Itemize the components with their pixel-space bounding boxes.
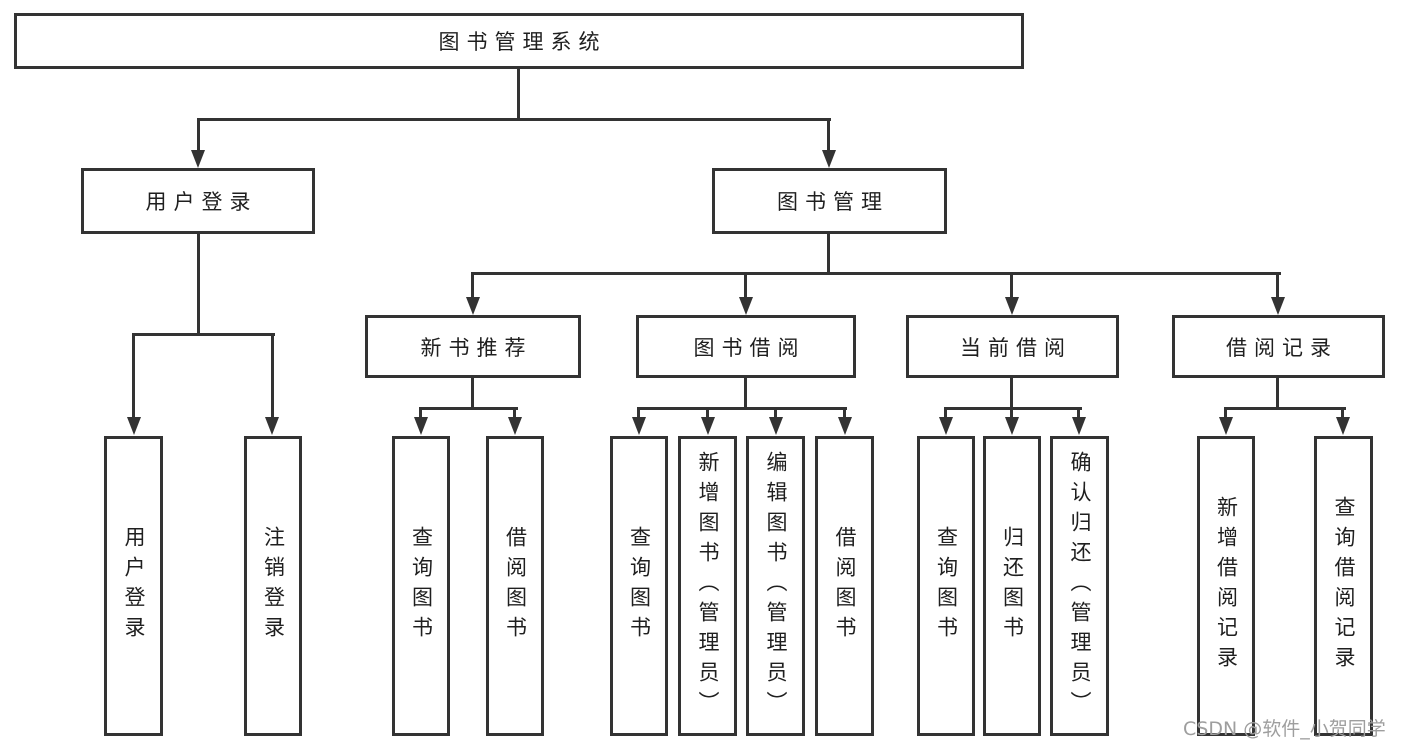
node-label: 新增图书（管理员） — [696, 451, 720, 721]
leaf-query-borrow-record: 查询借阅记录 — [1314, 436, 1373, 736]
connector-borrow-records-branch — [1224, 407, 1346, 410]
leaf-query-books-borrow: 查询图书 — [610, 436, 668, 736]
arrowhead-leaf — [701, 417, 715, 435]
arrowhead-leaf — [414, 417, 428, 435]
connector-leaf — [637, 409, 640, 419]
connector-book-borrow-branch — [637, 407, 847, 410]
arrowhead-book-mgmt — [822, 150, 836, 168]
arrowhead-leaf — [508, 417, 522, 435]
arrowhead-user-login — [191, 150, 205, 168]
connector-leaf — [419, 409, 422, 419]
arrowhead-new-book — [466, 297, 480, 315]
node-label: 用户登录 — [122, 526, 146, 646]
node-label: 用户登录 — [145, 190, 258, 214]
leaf-query-books-recommend: 查询图书 — [392, 436, 450, 736]
connector-to-book-borrow — [744, 275, 747, 299]
leaf-add-books-admin: 新增图书（管理员） — [678, 436, 737, 736]
connector-new-book-branch — [419, 407, 518, 410]
leaf-borrow-books-recommend: 借阅图书 — [486, 436, 544, 736]
leaf-user-login: 用户登录 — [104, 436, 163, 736]
connector-to-user-login — [197, 121, 200, 153]
connector-user-login-branch — [132, 333, 275, 336]
leaf-add-borrow-record: 新增借阅记录 — [1197, 436, 1255, 736]
node-label: 确认归还（管理员） — [1068, 451, 1092, 721]
connector-to-borrow-records — [1276, 275, 1279, 299]
node-label: 注销登录 — [261, 526, 286, 646]
node-user-login: 用户登录 — [81, 168, 315, 234]
connector-leaf — [1341, 409, 1344, 419]
arrowhead-leaf — [769, 417, 783, 435]
arrowhead-leaf — [1005, 417, 1019, 435]
connector-current-borrow-branch — [944, 407, 1082, 410]
connector-book-mgmt-stub — [827, 234, 830, 272]
connector-to-leaf-logout — [271, 336, 274, 420]
node-label: 图书借阅 — [693, 335, 806, 360]
connector-leaf — [1010, 409, 1013, 419]
node-label: 借阅记录 — [1226, 335, 1338, 360]
node-label: 查询图书 — [409, 526, 434, 646]
node-label: 新增借阅记录 — [1214, 496, 1239, 676]
leaf-return-books: 归还图书 — [983, 436, 1041, 736]
arrowhead-leaf-logout — [265, 417, 279, 435]
arrowhead-leaf — [1219, 417, 1233, 435]
csdn-watermark: CSDN @软件_小贺同学 — [1183, 718, 1386, 740]
node-label: 查询图书 — [934, 526, 959, 646]
connector-user-login-stub — [197, 234, 200, 333]
arrowhead-leaf — [1072, 417, 1086, 435]
connector-leaf — [1077, 409, 1080, 419]
node-label: 图书管理系统 — [438, 30, 607, 54]
node-label: 图书管理 — [777, 190, 889, 214]
connector-leaf — [1224, 409, 1227, 419]
node-label: 查询图书 — [627, 526, 652, 646]
connector-leaf — [774, 409, 777, 419]
connector-leaf — [944, 409, 947, 419]
arrowhead-borrow-records — [1271, 297, 1285, 315]
node-new-book-recommend: 新书推荐 — [365, 315, 581, 378]
connector-root-branch — [197, 118, 831, 121]
connector-borrow-records-stub — [1276, 378, 1279, 408]
arrowhead-book-borrow — [739, 297, 753, 315]
connector-leaf — [513, 409, 516, 419]
node-book-management: 图书管理 — [712, 168, 947, 234]
node-book-borrow: 图书借阅 — [636, 315, 856, 378]
arrowhead-current-borrow — [1005, 297, 1019, 315]
leaf-query-books-current: 查询图书 — [917, 436, 975, 736]
connector-to-leaf-user-login — [132, 336, 135, 420]
node-library-system: 图书管理系统 — [14, 13, 1024, 69]
arrowhead-leaf — [632, 417, 646, 435]
node-borrow-records: 借阅记录 — [1172, 315, 1385, 378]
connector-book-mgmt-branch — [471, 272, 1281, 275]
connector-leaf — [706, 409, 709, 419]
connector-book-borrow-stub — [744, 378, 747, 408]
arrowhead-leaf-user-login — [127, 417, 141, 435]
arrowhead-leaf — [838, 417, 852, 435]
arrowhead-leaf — [939, 417, 953, 435]
node-current-borrow: 当前借阅 — [906, 315, 1119, 378]
connector-leaf — [843, 409, 846, 419]
node-label: 归还图书 — [1000, 526, 1025, 646]
node-label: 编辑图书（管理员） — [764, 451, 788, 721]
connector-current-borrow-stub — [1010, 378, 1013, 408]
node-label: 查询借阅记录 — [1332, 496, 1356, 676]
node-label: 借阅图书 — [833, 526, 857, 646]
node-label: 借阅图书 — [503, 526, 528, 646]
connector-to-new-book — [471, 275, 474, 299]
connector-to-current-borrow — [1010, 275, 1013, 299]
leaf-logout: 注销登录 — [244, 436, 302, 736]
leaf-borrow-books: 借阅图书 — [815, 436, 874, 736]
connector-root-stub — [517, 69, 520, 118]
node-label: 当前借阅 — [960, 335, 1072, 360]
node-label: 新书推荐 — [420, 335, 533, 360]
leaf-edit-books-admin: 编辑图书（管理员） — [746, 436, 805, 736]
connector-to-book-mgmt — [827, 121, 830, 153]
arrowhead-leaf — [1336, 417, 1350, 435]
leaf-confirm-return-admin: 确认归还（管理员） — [1050, 436, 1109, 736]
connector-new-book-stub — [471, 378, 474, 408]
